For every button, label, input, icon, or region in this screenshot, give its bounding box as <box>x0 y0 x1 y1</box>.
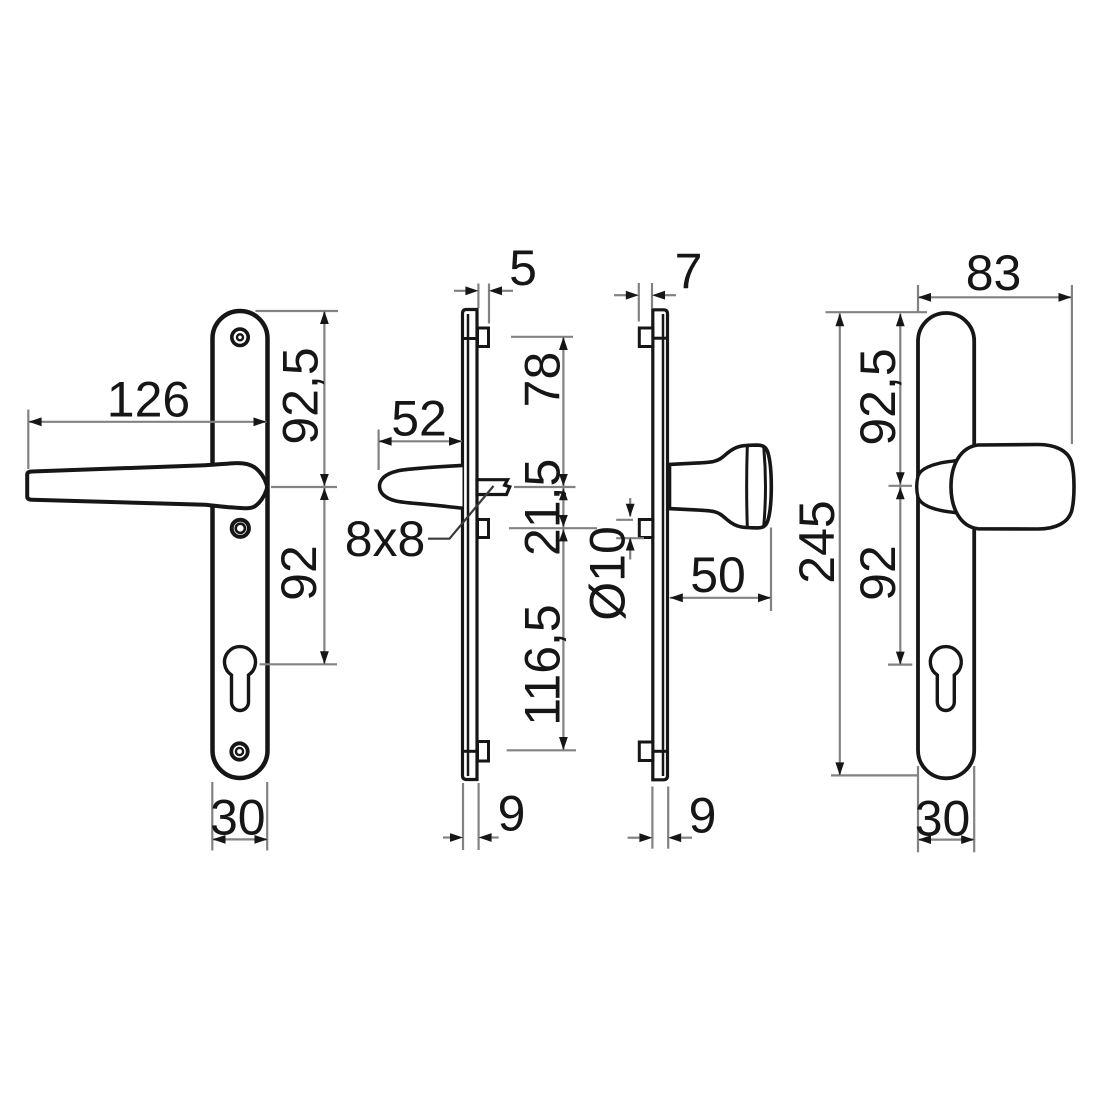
svg-text:92: 92 <box>271 545 327 601</box>
svg-text:83: 83 <box>966 245 1022 301</box>
svg-text:52: 52 <box>391 391 447 447</box>
svg-text:7: 7 <box>675 244 703 300</box>
svg-text:92,5: 92,5 <box>850 348 906 445</box>
svg-text:30: 30 <box>210 790 266 846</box>
svg-text:92: 92 <box>850 545 906 601</box>
svg-text:245: 245 <box>789 500 845 583</box>
svg-text:21,5: 21,5 <box>515 459 571 556</box>
svg-text:78: 78 <box>515 352 571 408</box>
svg-text:Ø10: Ø10 <box>580 526 636 621</box>
svg-text:116,5: 116,5 <box>515 604 571 725</box>
svg-text:5: 5 <box>509 240 537 296</box>
svg-text:9: 9 <box>689 788 717 844</box>
svg-text:9: 9 <box>498 786 526 842</box>
svg-text:50: 50 <box>690 547 746 603</box>
svg-text:126: 126 <box>107 372 190 428</box>
svg-text:30: 30 <box>915 791 971 847</box>
svg-text:8x8: 8x8 <box>345 511 426 567</box>
svg-text:92,5: 92,5 <box>273 347 329 444</box>
